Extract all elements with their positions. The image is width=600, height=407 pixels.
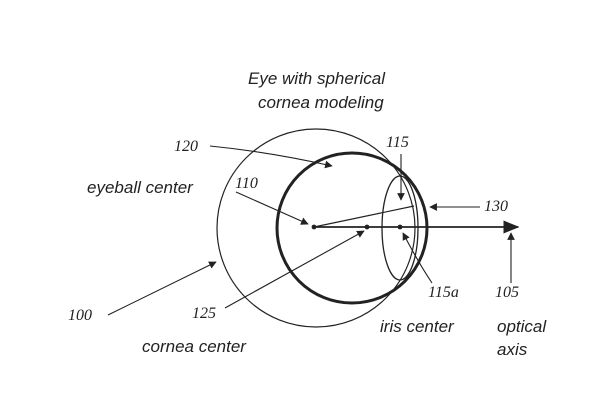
- cornea-sphere-circle: [275, 151, 429, 305]
- ref-105-label: 105: [495, 284, 519, 301]
- ref-115a-label: 115a: [428, 284, 459, 301]
- ref-110-label: 110: [235, 175, 258, 192]
- cornea-center-label: cornea center: [142, 337, 247, 356]
- optical-axis-label-line-1: optical: [497, 317, 547, 336]
- optical-axis-label-line-2: axis: [497, 340, 528, 359]
- ref-125-leader: [224, 230, 365, 309]
- cornea-center-dot: [364, 224, 370, 230]
- ref-125-label: 125: [192, 305, 216, 322]
- ref-120-leader: [209, 145, 333, 169]
- iris-center-dot: [397, 224, 403, 230]
- ref-115-label: 115: [386, 134, 409, 151]
- iris-center-label: iris center: [380, 317, 455, 336]
- ref-115a-leader: [402, 232, 433, 284]
- diagram-title-line-2: cornea modeling: [258, 93, 384, 112]
- eyeball-center-label: eyeball center: [87, 178, 194, 197]
- ref-130-label: 130: [484, 198, 508, 215]
- eyeball-center-dot: [311, 224, 317, 230]
- ref-100-leader: [107, 261, 217, 316]
- diagram-title-line-1: Eye with spherical: [248, 69, 386, 88]
- eyeball-circle: [216, 128, 416, 328]
- ref-110-leader: [235, 191, 309, 225]
- ref-120-label: 120: [174, 138, 198, 155]
- iris-ellipse: [381, 175, 419, 281]
- ref-100-label: 100: [68, 307, 92, 324]
- eyeball-to-iris-line: [313, 205, 415, 228]
